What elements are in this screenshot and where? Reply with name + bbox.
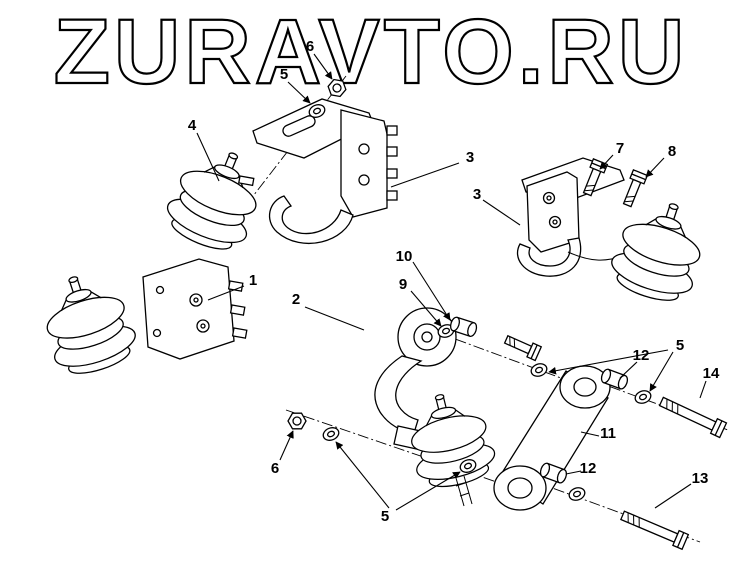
leader-line bbox=[654, 483, 692, 509]
leader-line bbox=[412, 261, 451, 321]
bolt-part-8 bbox=[619, 169, 648, 209]
callout-6: 6 bbox=[306, 38, 314, 55]
leader-line bbox=[390, 162, 460, 188]
bolt-small bbox=[502, 331, 542, 362]
leader-line bbox=[565, 470, 582, 475]
callout-4: 4 bbox=[188, 117, 197, 134]
callout-5-right: 5 bbox=[676, 337, 684, 354]
callout-3-right: 3 bbox=[473, 186, 481, 203]
rubber-mount-part-4 bbox=[158, 137, 274, 260]
bracket-assembly-part-2 bbox=[374, 307, 501, 507]
leader-line bbox=[410, 290, 442, 327]
callout-1: 1 bbox=[249, 272, 257, 289]
centerline bbox=[285, 409, 521, 491]
leader-line bbox=[619, 361, 638, 379]
nut-part-6-bottom bbox=[287, 412, 307, 430]
link-part-11 bbox=[493, 365, 611, 511]
bracket-part-3-left bbox=[252, 98, 398, 245]
leader-line bbox=[196, 132, 220, 182]
washer-link-bottom bbox=[566, 484, 588, 504]
leader-line bbox=[279, 430, 294, 461]
centerline bbox=[535, 481, 701, 543]
callout-10: 10 bbox=[396, 248, 413, 265]
leader-line bbox=[599, 154, 614, 170]
washer-part-5-link-top bbox=[528, 360, 550, 380]
leader-line bbox=[287, 81, 311, 104]
leader-lines bbox=[196, 53, 707, 511]
leader-line bbox=[580, 431, 600, 437]
callout-12-bottom: 12 bbox=[580, 460, 597, 477]
leader-line bbox=[313, 53, 333, 80]
mount-assembly-part-1 bbox=[31, 258, 248, 383]
callout-13: 13 bbox=[692, 470, 709, 487]
leader-line bbox=[548, 349, 669, 375]
washer-part-5-bottom-left bbox=[320, 424, 342, 444]
callout-12-top: 12 bbox=[633, 347, 650, 364]
leader-line bbox=[645, 157, 665, 178]
callout-7: 7 bbox=[616, 140, 624, 157]
callout-2: 2 bbox=[292, 291, 300, 308]
bolt-part-13 bbox=[618, 507, 689, 550]
leader-line bbox=[482, 199, 521, 226]
watermark: ZURAVTO.RU bbox=[54, 1, 689, 103]
callout-9: 9 bbox=[399, 276, 407, 293]
bracket-part-3-right-assembly bbox=[516, 157, 716, 310]
leader-line bbox=[395, 471, 461, 511]
callout-8: 8 bbox=[668, 143, 676, 160]
callout-6-bottom: 6 bbox=[271, 460, 279, 477]
washer-part-5-right bbox=[632, 387, 654, 407]
leader-line bbox=[699, 380, 707, 399]
leader-line bbox=[335, 441, 390, 509]
callout-5: 5 bbox=[280, 66, 288, 83]
leader-line bbox=[649, 351, 674, 392]
callout-11: 11 bbox=[600, 425, 616, 442]
leader-line bbox=[207, 285, 245, 301]
bolt-part-14 bbox=[657, 393, 728, 439]
callout-5-bottom: 5 bbox=[381, 508, 389, 525]
callouts: 6 5 4 3 7 8 3 10 9 1 2 5 12 14 11 12 13 … bbox=[188, 38, 720, 525]
callout-3-left: 3 bbox=[466, 149, 474, 166]
callout-14: 14 bbox=[703, 365, 720, 382]
leader-line bbox=[304, 306, 365, 331]
